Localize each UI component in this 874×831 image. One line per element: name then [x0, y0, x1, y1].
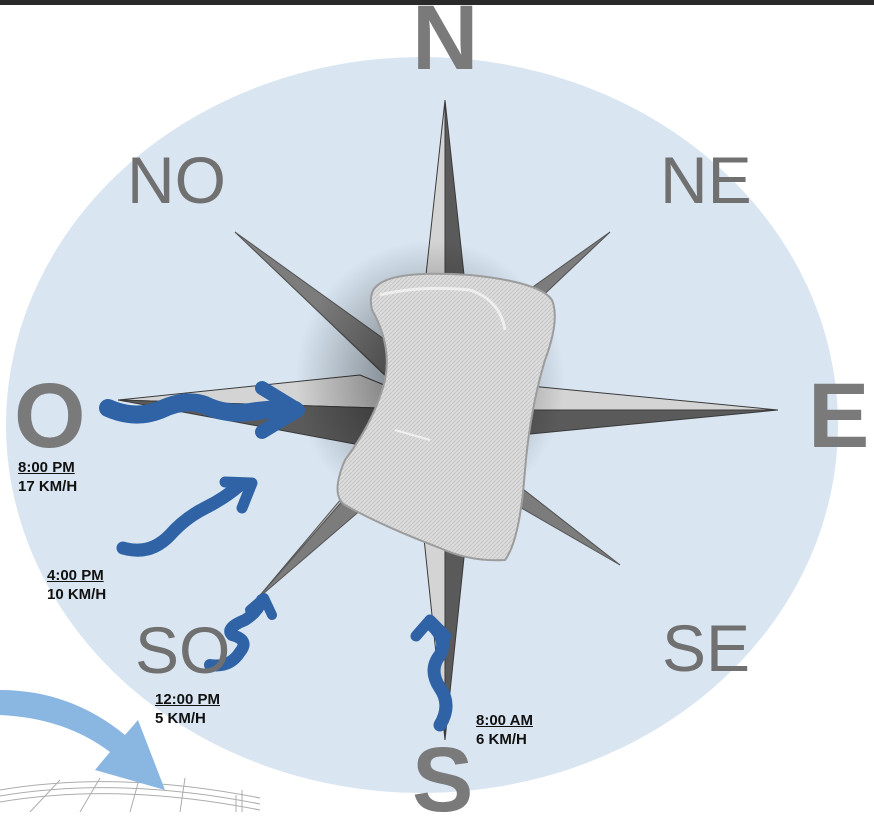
reading-4pm: 4:00 PM 10 KM/H — [47, 566, 106, 604]
compass-graphic — [0, 0, 874, 812]
direction-northwest: NO — [127, 143, 226, 217]
reading-time: 4:00 PM — [47, 567, 104, 584]
wind-arrow-8pm — [99, 393, 304, 424]
direction-north: N — [412, 0, 479, 89]
center-stone — [336, 272, 556, 562]
direction-southwest: SO — [135, 613, 231, 687]
wind-arrows — [99, 381, 453, 732]
decorative-lines — [0, 775, 261, 812]
reading-8am: 8:00 AM 6 KM/H — [476, 711, 533, 749]
reading-speed: 5 KM/H — [155, 710, 206, 727]
reading-time: 8:00 PM — [18, 459, 75, 476]
wind-arrow-12pm — [204, 594, 268, 672]
direction-south: S — [412, 729, 474, 831]
top-border — [0, 0, 874, 5]
direction-southeast: SE — [662, 611, 751, 685]
reading-time: 8:00 AM — [476, 712, 533, 729]
reading-12pm: 12:00 PM 5 KM/H — [155, 690, 220, 728]
reading-8pm: 8:00 PM 17 KM/H — [18, 458, 77, 496]
reading-speed: 6 KM/H — [476, 731, 527, 748]
wind-arrow-8am — [425, 618, 453, 732]
direction-west: O — [14, 365, 86, 467]
reading-speed: 10 KM/H — [47, 586, 107, 603]
large-curved-arrow — [0, 690, 165, 790]
wind-arrow-4pm — [116, 478, 247, 557]
reading-speed: 17 KM/H — [18, 478, 78, 495]
reading-time: 12:00 PM — [155, 691, 221, 708]
direction-northeast: NE — [660, 143, 752, 217]
direction-east: E — [808, 365, 870, 467]
